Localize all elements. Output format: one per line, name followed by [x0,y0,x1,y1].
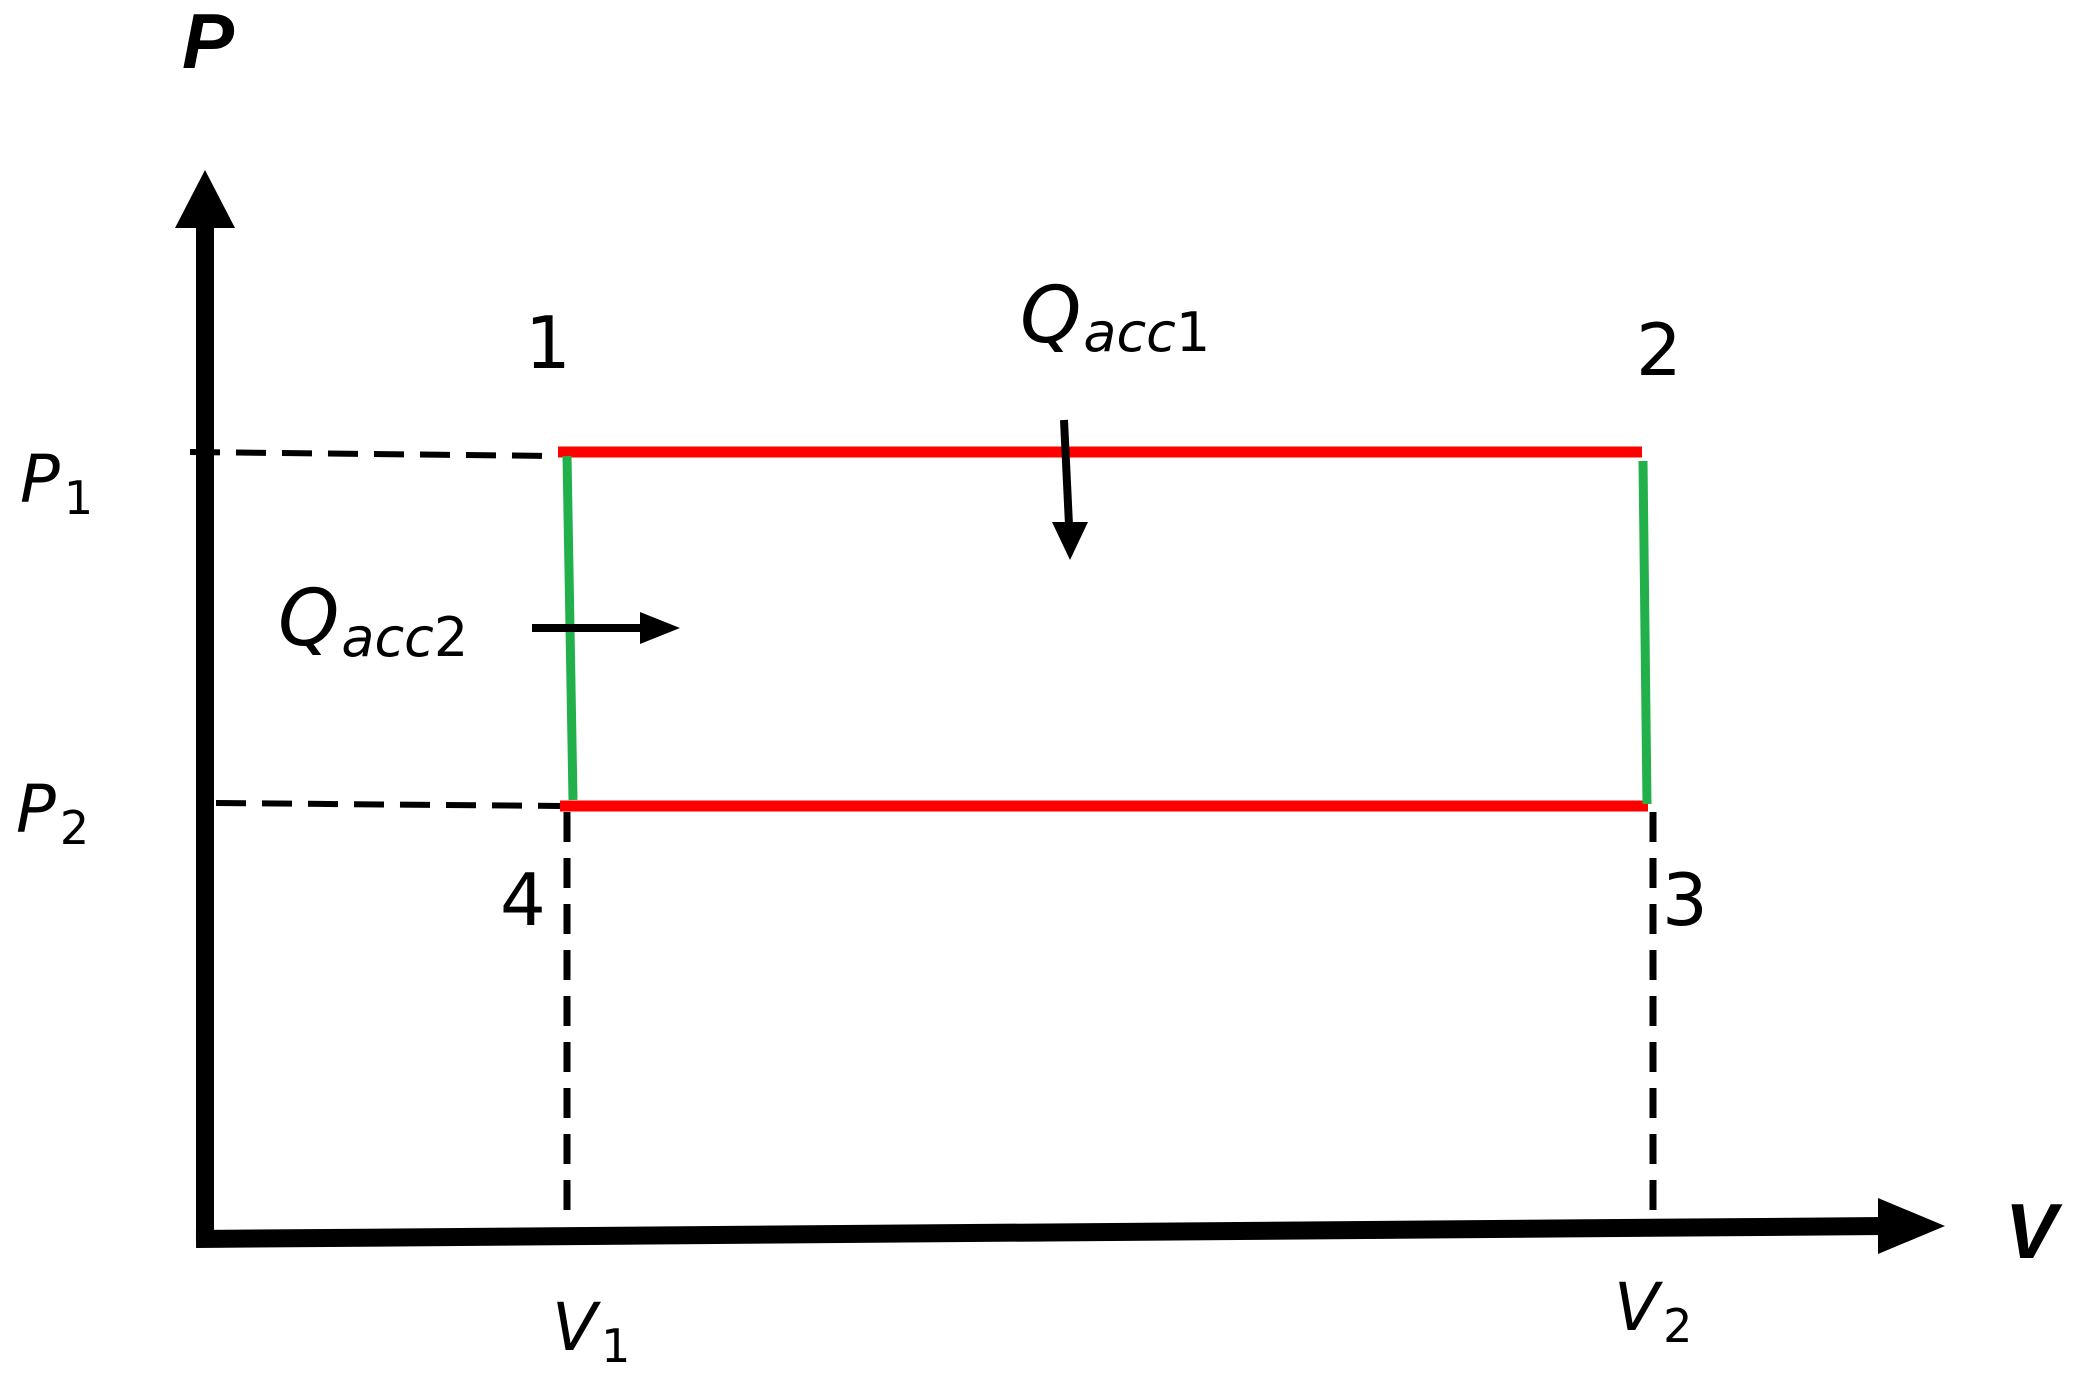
state-point-2: 2 [1636,308,1682,392]
p2-guide-line [215,800,561,809]
heat-arrow-1-head [1052,522,1088,560]
heat-arrow-2-head [640,612,680,644]
v2-subscript: 2 [1663,1299,1692,1353]
heat-label-2-subscript: acc [341,606,433,669]
heat-label-2-index: 2 [434,606,468,669]
p1-label: P1 [20,441,93,525]
isochore-2-3 [1638,460,1652,805]
p1-subscript: 1 [64,471,93,525]
p1-symbol: P [20,441,60,518]
y-axis-label: P [182,0,235,85]
v1-subscript: 1 [601,1319,630,1373]
v2-label: V2 [1614,1269,1692,1353]
v1-symbol: V [552,1289,601,1366]
heat-label-1-index: 1 [1176,301,1210,364]
state-point-4: 4 [500,858,546,942]
p2-subscript: 2 [60,801,89,855]
heat-label-2-symbol: Q [278,574,339,664]
p2-label: P2 [16,771,89,855]
state-point-3: 3 [1662,858,1708,942]
heat-arrow-1-shaft [1060,419,1073,526]
heat-label-1-subscript: acc [1083,301,1175,364]
heat-label-2: Qacc2 [278,574,468,669]
heat-label-1: Qacc1 [1020,271,1210,364]
x-axis-arrowhead [1878,1198,1945,1254]
x-axis-line [195,1217,1886,1248]
p1-guide-line [189,449,559,459]
v1-label: V1 [552,1289,630,1373]
y-axis-arrowhead [175,170,235,228]
x-axis-label: V [2005,1187,2063,1275]
heat-label-1-symbol: Q [1020,271,1081,361]
state-point-1: 1 [525,301,571,385]
p2-symbol: P [16,771,56,848]
v2-symbol: V [1614,1269,1663,1346]
